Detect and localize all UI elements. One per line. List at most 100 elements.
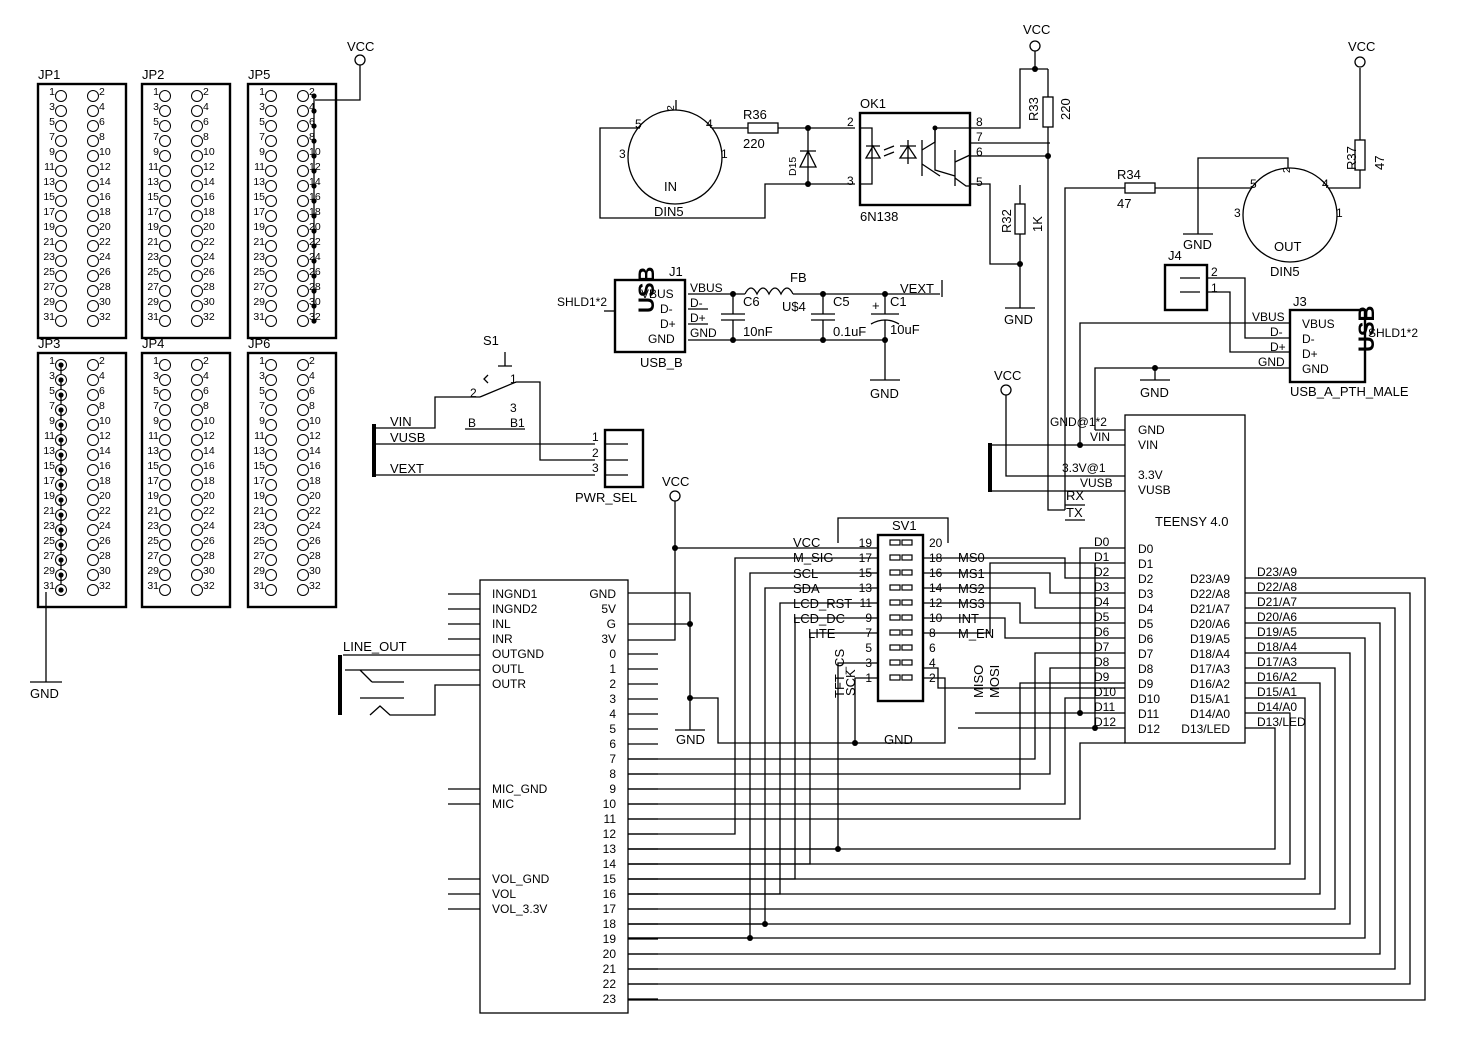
audio-pin-label: INGND2 — [492, 602, 538, 616]
header-pin — [297, 300, 309, 312]
pin-number: 20 — [309, 490, 321, 502]
pin-number: 31 — [147, 311, 159, 323]
pin-number: 4 — [99, 101, 105, 113]
header-pin — [265, 255, 277, 267]
pin-number: 21 — [147, 505, 159, 517]
pin-number: 29 — [253, 565, 265, 577]
pin-number: 16 — [99, 191, 111, 203]
svg-text:D+: D+ — [660, 317, 676, 331]
teensy-vcc-symbol: VCC — [994, 368, 1125, 477]
pin-number: 13 — [147, 176, 159, 188]
pin-number: 6 — [99, 385, 105, 397]
header-pin — [159, 120, 171, 132]
teensy-pin-label: D9 — [1138, 677, 1154, 691]
header-pin — [297, 554, 309, 566]
svg-text:VEXT: VEXT — [390, 461, 424, 476]
pin-number: 24 — [99, 520, 111, 532]
header-pin — [55, 225, 67, 237]
header-pin — [297, 315, 309, 327]
pin-number: 24 — [309, 520, 321, 532]
header-pin — [297, 105, 309, 117]
pin-number: 23 — [253, 251, 265, 263]
header-pin — [265, 554, 277, 566]
audio-pin-label: 3V — [601, 632, 616, 646]
ok1-optocoupler: OK1 6N138 2 3 8 7 6 5 — [847, 96, 1050, 224]
svg-text:J3: J3 — [1293, 294, 1307, 309]
header-pin — [87, 389, 99, 401]
svg-text:47: 47 — [1117, 196, 1131, 211]
header-pin — [297, 90, 309, 102]
header-pin — [159, 300, 171, 312]
sv1-pin — [889, 554, 901, 561]
pin-number: 1 — [259, 86, 265, 98]
teensy-net-label: D20/A6 — [1257, 610, 1297, 624]
audio-pin-label: 22 — [603, 977, 617, 991]
svg-text:D-: D- — [660, 302, 673, 316]
pin-number: 19 — [147, 490, 159, 502]
sv1-pin — [901, 614, 913, 621]
pin-number: 20 — [309, 221, 321, 233]
sv1-pin — [901, 569, 913, 576]
header-pin — [87, 150, 99, 162]
teensy-net-label: D4 — [1094, 595, 1110, 609]
svg-text:GND: GND — [648, 332, 675, 346]
teensy-pin-label: D6 — [1138, 632, 1154, 646]
signal-routes — [628, 547, 1426, 1001]
header-pin — [265, 584, 277, 596]
header-pin — [265, 359, 277, 371]
line-out-jack: LINE_OUT — [338, 639, 480, 716]
pin-number: 12 — [203, 430, 215, 442]
r37-resistor: R37 47 — [1344, 68, 1387, 180]
pin-number: 6 — [203, 385, 209, 397]
audio-pin-label: INR — [492, 632, 513, 646]
svg-text:GND: GND — [676, 732, 705, 747]
sv1-pin-number: 4 — [929, 656, 936, 670]
pin-number: 1 — [49, 355, 55, 367]
pin-number: 6 — [309, 116, 315, 128]
svg-text:GND: GND — [1183, 237, 1212, 252]
pin-number: 9 — [153, 415, 159, 427]
pin-number: 3 — [49, 101, 55, 113]
header-pin — [159, 165, 171, 177]
pin-number: 4 — [99, 370, 105, 382]
pin-number: 2 — [99, 86, 105, 98]
header-pin — [159, 135, 171, 147]
svg-text:GND: GND — [1302, 362, 1329, 376]
header-label: JP3 — [38, 336, 60, 351]
header-pin — [191, 180, 203, 192]
header-pin — [87, 165, 99, 177]
teensy-pin-label: D13/LED — [1181, 722, 1230, 736]
pin-number: 26 — [309, 266, 321, 278]
header-pin — [191, 584, 203, 596]
header-pin — [265, 225, 277, 237]
pin-number: 11 — [254, 161, 265, 173]
r33-resistor: R33 220 — [1026, 69, 1073, 156]
pin-number: 10 — [203, 146, 215, 158]
sv1-pin-number: 20 — [929, 536, 943, 550]
pin-number: 3 — [259, 101, 265, 113]
sv1-pin — [901, 629, 913, 636]
pin-number: 27 — [147, 281, 159, 293]
header-pin — [55, 150, 67, 162]
pin-number: 2 — [309, 355, 315, 367]
svg-text:1: 1 — [721, 147, 728, 161]
sv1-pin — [901, 554, 913, 561]
header-pin — [87, 210, 99, 222]
svg-text:GND: GND — [1140, 385, 1169, 400]
svg-text:GND: GND — [1004, 312, 1033, 327]
audio-pin-label: OUTGND — [492, 647, 544, 661]
svg-text:1: 1 — [592, 430, 599, 444]
pin-number: 9 — [259, 415, 265, 427]
d15-diode: D15 — [787, 128, 818, 184]
teensy-name: TEENSY 4.0 — [1155, 514, 1228, 529]
header-pin — [297, 135, 309, 147]
header-pin — [297, 359, 309, 371]
teensy-net-label: D21/A7 — [1257, 595, 1297, 609]
svg-text:3: 3 — [510, 401, 517, 415]
pin-number: 21 — [253, 236, 265, 248]
header-label: JP2 — [142, 67, 164, 82]
pin-number: 2 — [309, 86, 315, 98]
header-pin — [191, 255, 203, 267]
pin-number: 7 — [49, 400, 55, 412]
